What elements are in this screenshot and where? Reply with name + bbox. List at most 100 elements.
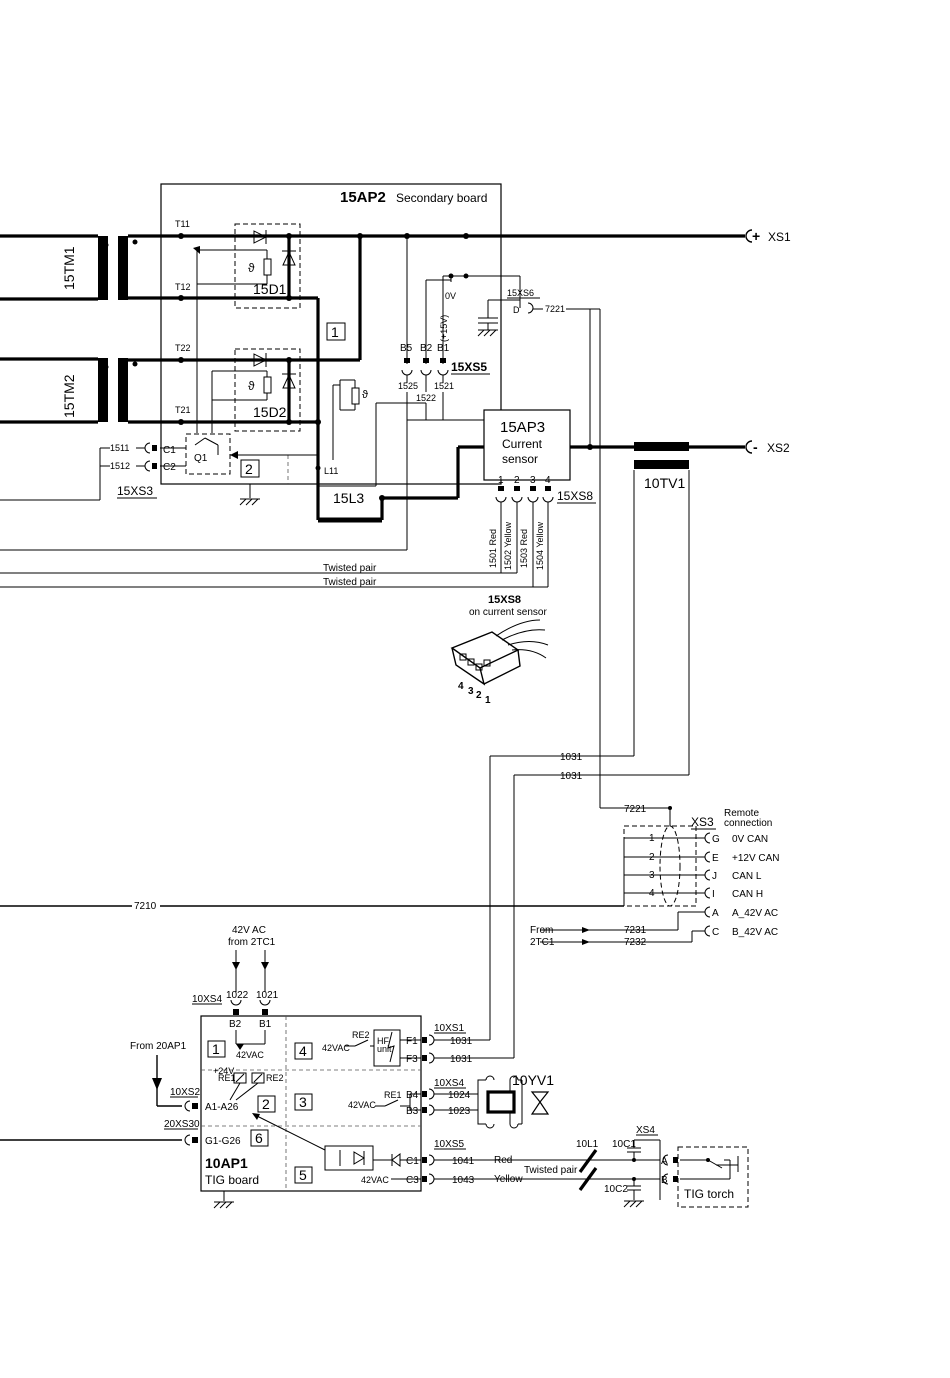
tig-42vac-3: 42VAC — [348, 1100, 376, 1110]
tig-section-2: 2 — [262, 1096, 270, 1112]
secondary-board: 15AP2 Secondary board 1 2 — [160, 183, 502, 506]
connector-15xs6-pin: D — [513, 305, 520, 315]
solenoid-valve-10yv1: 10YV1 — [477, 1072, 554, 1129]
current-sensor-15ap3: 15AP3 Current sensor — [483, 409, 571, 481]
transformer-15tm1-label: 15TM1 — [61, 246, 77, 290]
connector-15xs8: 1 2 3 4 15XS8 1501 Red 1502 Yellow 1503 … — [488, 475, 596, 570]
tig-pin-b4: B4 — [406, 1090, 419, 1101]
tig-pin-g1-g26: G1-G26 — [205, 1136, 241, 1147]
xs1-plus: + — [752, 228, 760, 244]
connector-15xs5-pin-b5: B5 — [400, 343, 413, 354]
tig-pin-c1: C1 — [406, 1156, 419, 1167]
tig-plus24: +24V — [213, 1066, 234, 1076]
xs2-label: XS2 — [767, 441, 790, 455]
tig-connector-10xs5-label: 10XS5 — [434, 1139, 464, 1150]
transformer-15tm2-label: 15TM2 — [61, 374, 77, 418]
remote-row-2-label: +12V CAN — [732, 853, 780, 864]
tig-board-name: TIG board — [205, 1173, 259, 1187]
connector-15xs6-wire: 7221 — [545, 304, 565, 314]
xs1-label: XS1 — [768, 230, 791, 244]
tig-board-id: 10AP1 — [205, 1155, 248, 1171]
wire-1501: 1501 Red — [488, 529, 498, 568]
connector-15xs8-detail-caption: on current sensor — [469, 607, 547, 618]
tig-supply-1: 42V AC — [232, 925, 266, 936]
terminal-t12: T12 — [175, 282, 191, 292]
transformer-10tv1: 10TV1 1031 1031 — [490, 442, 690, 782]
tig-pin-f1: F1 — [406, 1036, 418, 1047]
tig-wire-1023: 1023 — [448, 1106, 471, 1117]
tig-42vac-1: 42VAC — [236, 1050, 264, 1060]
terminal-l11: L11 — [324, 466, 338, 476]
tig-connector-10xs4-top-label: 10XS4 — [192, 994, 222, 1005]
ferrite-10l1-label: 10L1 — [576, 1139, 599, 1150]
connector-remote-xs3: 7221 Remote connection XS3 1 2 3 4 G E J… — [530, 804, 780, 948]
tig-connector-10xs1-label: 10XS1 — [434, 1023, 464, 1034]
tig-connector-10xs2-label: 10XS2 — [170, 1087, 200, 1098]
tig-section-6: 6 — [255, 1130, 263, 1146]
connector-15xs3: C1 C2 1511 1512 15XS3 — [0, 442, 176, 501]
connector-15xs5: B5 B2 B1 15XS5 1525 1521 1522 — [398, 343, 490, 403]
detail-pin-1: 1 — [485, 695, 491, 706]
wire-color-red: Red — [494, 1155, 512, 1166]
torch-pin-a: A — [661, 1156, 668, 1167]
connector-15xs5-wire-1525: 1525 — [398, 381, 418, 391]
current-sensor-line1: Current — [502, 437, 543, 451]
tig-pin-b1: B1 — [259, 1019, 272, 1030]
remote-row-4-pin: I — [712, 889, 715, 900]
tig-wire-1024: 1024 — [448, 1090, 471, 1101]
thermistor-icon-2: ϑ — [248, 379, 255, 393]
secondary-board-name: Secondary board — [396, 191, 487, 205]
transformer-15tm1: 15TM1 — [61, 236, 138, 300]
remote-wire-7232: 7232 — [624, 937, 647, 948]
remote-row-5-pin: A — [712, 908, 719, 919]
connector-15xs8-detail-id: 15XS8 — [488, 594, 521, 606]
inductor-15l3-label: 15L3 — [333, 490, 364, 506]
connector-15xs5-label: 15XS5 — [451, 360, 487, 374]
remote-row-5-label: A_42V AC — [732, 908, 778, 919]
tig-section-5: 5 — [299, 1167, 307, 1183]
hf-unit-1: HF — [377, 1036, 389, 1046]
section-2-label: 2 — [245, 461, 253, 477]
tig-connector-20xs30-label: 20XS30 — [164, 1119, 200, 1130]
tig-connector-10xs4-label: 10XS4 — [434, 1078, 464, 1089]
wire-1503: 1503 Red — [519, 529, 529, 568]
remote-wire-7221: 7221 — [624, 804, 647, 815]
terminal-t11: T11 — [175, 219, 190, 229]
tig-section-3: 3 — [299, 1094, 307, 1110]
ground-icon — [239, 484, 260, 506]
torch-connector-label: XS4 — [636, 1125, 655, 1136]
relay-re2-contact: RE2 — [352, 1030, 370, 1040]
connector-15xs8-pin-1: 1 — [498, 475, 504, 486]
remote-row-3-num: 3 — [649, 870, 655, 881]
wire-color-yellow: Yellow — [494, 1174, 523, 1185]
remote-from-1: From — [530, 925, 553, 936]
connector-15xs8-detail: 15XS8 on current sensor 4 3 2 1 — [450, 594, 549, 706]
output-xs2: - XS2 — [745, 439, 790, 455]
connector-15xs3-wire-1512: 1512 — [110, 461, 130, 471]
twisted-pair-label-1: Twisted pair — [323, 563, 377, 574]
connector-15xs6: 15XS6 D 7221 — [507, 288, 600, 315]
diode-module-15d1-label: 15D1 — [253, 281, 287, 297]
tig-pin-b3: B3 — [406, 1106, 419, 1117]
wire-1031-b: 1031 — [560, 771, 583, 782]
remote-title-1: Remote — [724, 808, 759, 819]
detail-pin-4: 4 — [458, 681, 464, 692]
capacitor-10c1-label: 10C1 — [612, 1139, 636, 1150]
connector-15xs3-label: 15XS3 — [117, 484, 153, 498]
connector-15xs8-pin-4: 4 — [545, 475, 551, 486]
connector-15xs5-wire-1521: 1521 — [434, 381, 454, 391]
zero-v-label: 0V — [445, 291, 456, 301]
torch-pin-b: B — [661, 1175, 668, 1186]
tig-pin-b2: B2 — [229, 1019, 242, 1030]
remote-row-6-pin: C — [712, 927, 719, 938]
capacitor-10c2-label: 10C2 — [604, 1184, 628, 1195]
terminal-t22: T22 — [175, 343, 191, 353]
detail-pin-2: 2 — [476, 690, 482, 701]
xs2-minus: - — [753, 439, 758, 455]
board-thermistor: ϑ — [332, 379, 368, 460]
connector-15xs8-label: 15XS8 — [557, 489, 593, 503]
tig-torch-label: TIG torch — [684, 1187, 734, 1201]
connector-15xs8-pin-3: 3 — [530, 475, 536, 486]
connector-15xs8-pin-2: 2 — [514, 475, 520, 486]
